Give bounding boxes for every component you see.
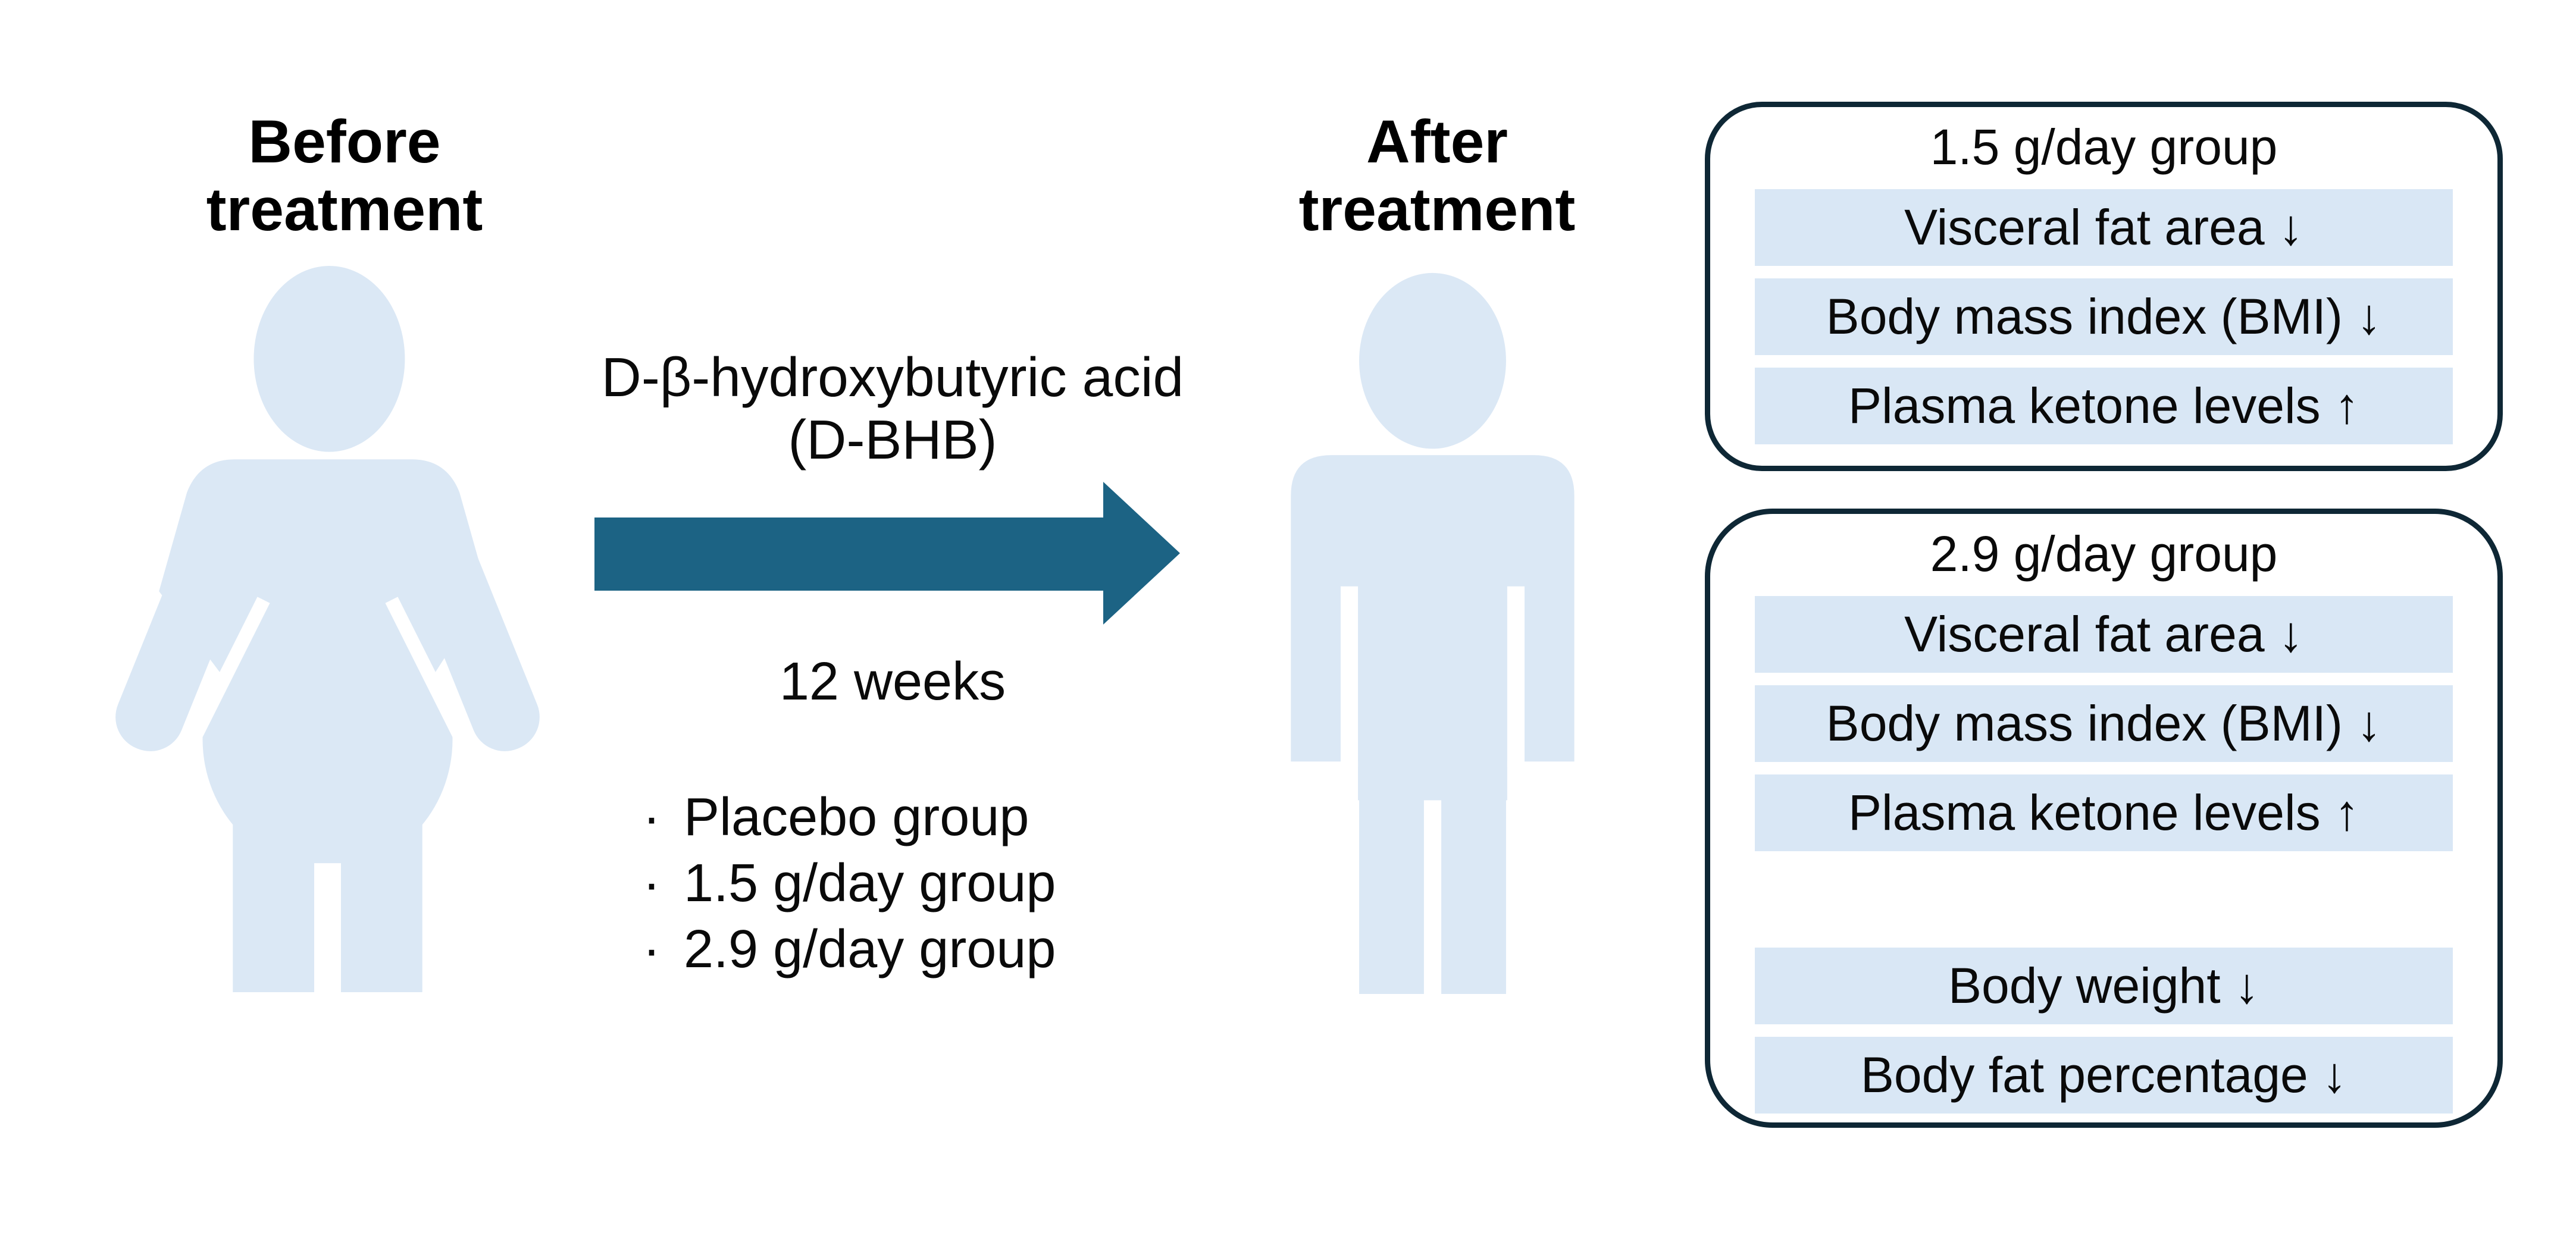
group-placebo-label: Placebo group bbox=[684, 789, 1029, 848]
result-row: Body fat percentage ↓ bbox=[1755, 1037, 2453, 1114]
results-panel-1-5: 1.5 g/day group Visceral fat area ↓ Body… bbox=[1705, 102, 2503, 471]
result-row: Plasma ketone levels ↑ bbox=[1755, 774, 2453, 851]
bullet-icon: · bbox=[643, 855, 661, 914]
result-row: Visceral fat area ↓ bbox=[1755, 189, 2453, 266]
before-treatment-line1: Before bbox=[248, 109, 441, 177]
bullet-icon: · bbox=[643, 921, 661, 980]
result-row: Body mass index (BMI) ↓ bbox=[1755, 685, 2453, 762]
result-row: Plasma ketone levels ↑ bbox=[1755, 368, 2453, 444]
result-row: Body weight ↓ bbox=[1755, 948, 2453, 1024]
result-row: Visceral fat area ↓ bbox=[1755, 596, 2453, 673]
right-arrow-icon bbox=[594, 482, 1180, 625]
results-panel-2-9: 2.9 g/day group Visceral fat area ↓ Body… bbox=[1705, 509, 2503, 1128]
after-treatment-title: After treatment bbox=[1196, 109, 1678, 244]
intervention-line2: (D-BHB) bbox=[788, 409, 997, 471]
before-treatment-line2: treatment bbox=[206, 177, 483, 244]
bullet-icon: · bbox=[643, 789, 661, 848]
intervention-line1: D-β-hydroxybutyric acid bbox=[601, 346, 1184, 409]
intervention-label: D-β-hydroxybutyric acid (D-BHB) bbox=[527, 346, 1259, 471]
panel-title: 2.9 g/day group bbox=[1930, 526, 2278, 582]
after-treatment-line2: treatment bbox=[1298, 177, 1576, 244]
after-treatment-line1: After bbox=[1366, 109, 1508, 177]
list-item: · Placebo group bbox=[643, 785, 1056, 851]
panel-rows: Visceral fat area ↓ Body mass index (BMI… bbox=[1755, 596, 2453, 1114]
group-1-5-label: 1.5 g/day group bbox=[684, 855, 1056, 914]
study-group-list: · Placebo group · 1.5 g/day group · 2.9 … bbox=[643, 785, 1056, 983]
row-spacer bbox=[1755, 864, 2453, 935]
panel-rows: Visceral fat area ↓ Body mass index (BMI… bbox=[1755, 189, 2453, 444]
result-row: Body mass index (BMI) ↓ bbox=[1755, 278, 2453, 355]
list-item: · 1.5 g/day group bbox=[643, 851, 1056, 917]
slim-person-icon bbox=[1291, 271, 1575, 994]
panel-title: 1.5 g/day group bbox=[1930, 120, 2278, 175]
before-treatment-title: Before treatment bbox=[104, 109, 586, 244]
obese-person-icon bbox=[80, 266, 575, 992]
list-item: · 2.9 g/day group bbox=[643, 917, 1056, 983]
duration-label: 12 weeks bbox=[779, 653, 1006, 712]
group-2-9-label: 2.9 g/day group bbox=[684, 921, 1056, 980]
